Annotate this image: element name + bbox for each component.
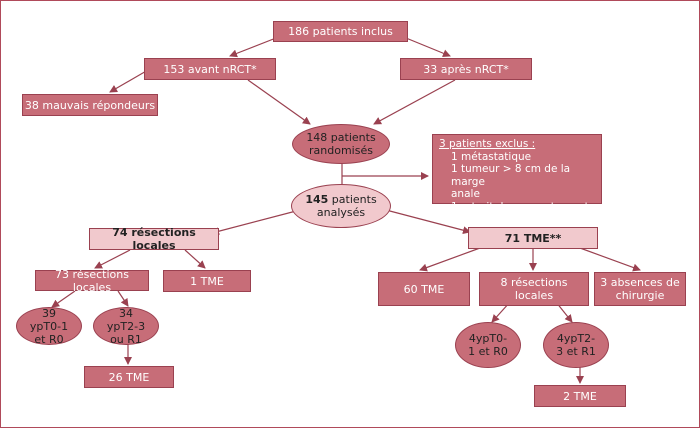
node-60-tme: 60 TME — [378, 272, 470, 306]
arrow-71-3 — [579, 247, 641, 272]
node-26-tme: 26 TME — [84, 366, 174, 388]
node-4ypt0-1: 4ypT0-1 et R0 — [455, 322, 521, 368]
arrow-74-1tme — [184, 249, 206, 269]
node-patients-analyses: 145 patients analysés — [291, 184, 391, 228]
node-avant-nrct: 153 avant nRCT* — [144, 58, 276, 80]
node-1-tme: 1 TME — [163, 270, 251, 292]
node-apres-nrct: 33 après nRCT* — [400, 58, 532, 80]
arrow-avant-mauvais — [109, 69, 149, 93]
arrow-73-39 — [51, 290, 76, 308]
arrow-apres-randomises — [373, 79, 456, 125]
node-patients-inclus: 186 patients inclus — [273, 21, 408, 42]
node-8-resections: 8 résections locales — [479, 272, 589, 306]
excluded-title: 3 patients exclus : — [439, 138, 536, 150]
arrow-analyses-74 — [211, 209, 301, 236]
excluded-box: 3 patients exclus : 1 métastatique 1 tum… — [432, 134, 602, 213]
node-74-resections: 74 résections locales — [89, 226, 219, 252]
analysed-count: 145 — [305, 193, 329, 206]
node-73-resections: 73 résections locales — [35, 268, 149, 294]
arrow-analyses-71 — [385, 209, 471, 235]
node-2-tme: 2 TME — [534, 385, 626, 407]
analysed-label: patients analysés — [316, 193, 377, 219]
node-3-absences: 3 absences de chirurgie — [594, 272, 686, 306]
excluded-item-3: anale — [451, 188, 480, 200]
arrow-avant-randomises — [247, 79, 311, 125]
node-patients-randomises: 148 patients randomisés — [292, 124, 390, 164]
arrow-inclus-avant — [229, 37, 277, 58]
node-mauvais-repondeurs: 38 mauvais répondeurs — [22, 94, 158, 116]
node-39-ypt0-1: 39 ypT0-1 et R0 — [16, 307, 82, 346]
node-34-ypt2-3: 34 ypT2-3 ou R1 — [93, 307, 159, 346]
arrow-74-73 — [94, 249, 131, 269]
node-4ypt2-3: 4ypT2-3 et R1 — [543, 322, 609, 368]
arrow-73-34 — [117, 290, 129, 307]
arrow-71-60 — [419, 247, 481, 272]
excluded-item-4: 1 retrait de consentement — [451, 200, 589, 213]
node-71-tme: 71 TME** — [468, 227, 598, 249]
excluded-item-1: 1 métastatique — [451, 150, 532, 163]
arrow-inclus-apres — [405, 37, 451, 58]
excluded-item-2: 1 tumeur > 8 cm de la marge — [451, 163, 571, 188]
